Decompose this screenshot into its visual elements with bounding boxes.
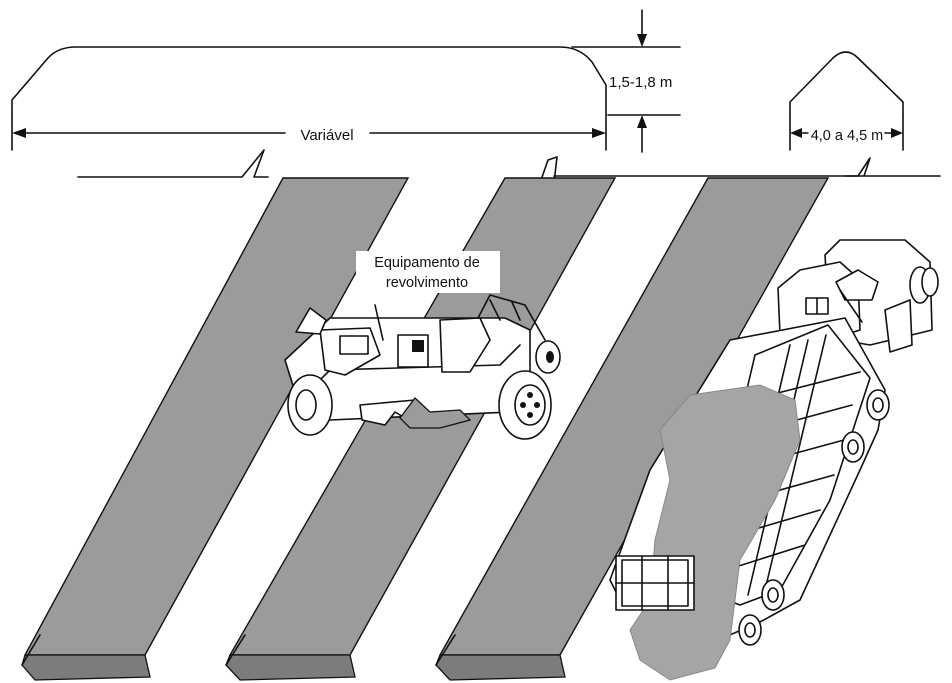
zigzag-break-icon [77, 149, 269, 178]
height-dimension [571, 9, 681, 153]
turner-callout: Equipamento de revolvimento [356, 251, 500, 293]
large-windrow-profile [11, 46, 607, 151]
arrow-left-icon [12, 128, 26, 138]
arrow-up-icon [637, 115, 647, 128]
width-dimension-line [12, 128, 606, 138]
height-range-label: 1,5-1,8 m [609, 74, 672, 91]
turner-label-line1: Equipamento de [374, 255, 480, 271]
dump-truck [609, 239, 939, 681]
arrow-right-icon [592, 128, 606, 138]
base-width-label: 4,0 a 4,5 m [811, 128, 884, 144]
width-variable-label: Variável [300, 127, 353, 144]
turner-label-line2: revolvimento [386, 275, 468, 291]
arrow-right-icon [891, 128, 903, 138]
arrow-left-icon [790, 128, 802, 138]
zigzag-break-icon [844, 157, 871, 177]
windrow-turner [284, 294, 561, 440]
small-windrow-profile [789, 51, 904, 151]
windrow-3 [435, 177, 830, 681]
arrow-down-icon [637, 34, 647, 47]
windrow-1 [21, 177, 410, 681]
